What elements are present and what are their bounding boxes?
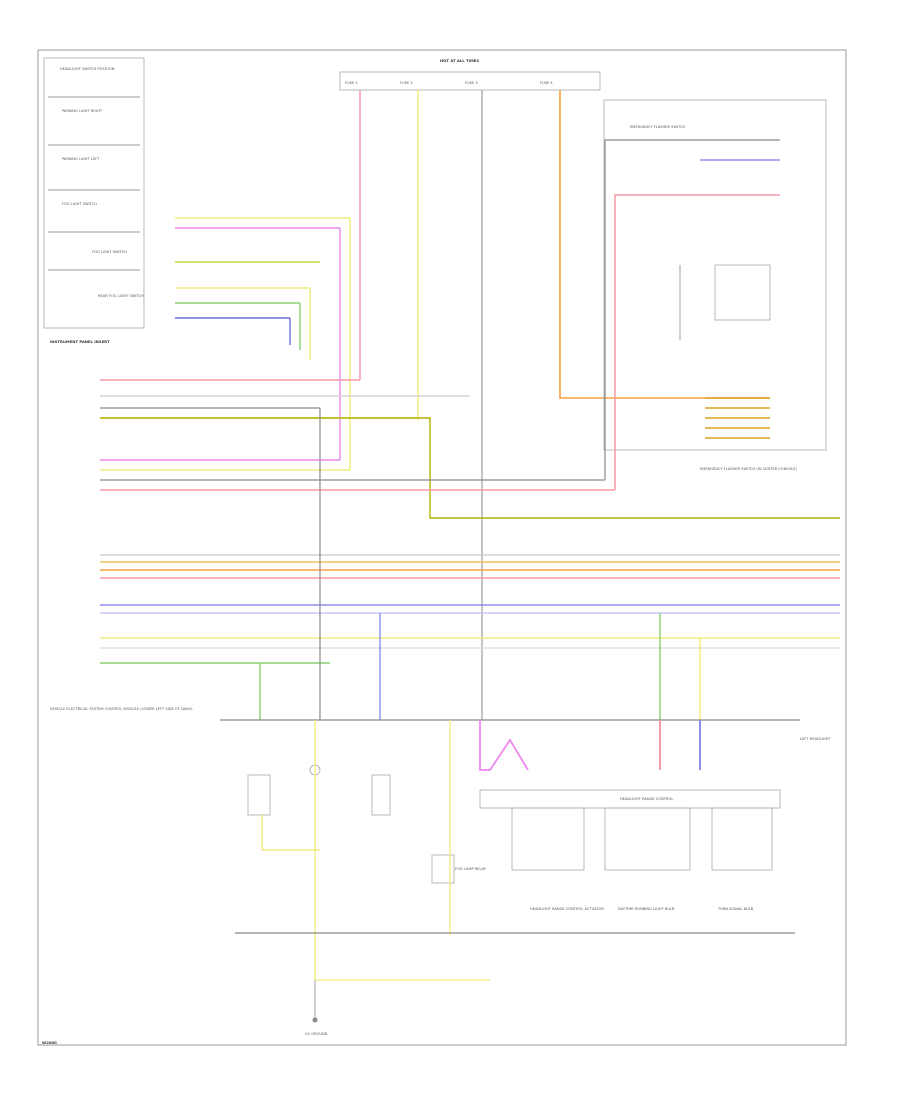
svg-text:INSTRUMENT PANEL INSERT: INSTRUMENT PANEL INSERT [50, 339, 110, 344]
lower-components: FOG LAMP RELAY [247, 720, 701, 981]
svg-text:FUSE 1: FUSE 1 [345, 81, 358, 85]
svg-text:HEADLIGHT SWITCH POSITION: HEADLIGHT SWITCH POSITION [60, 67, 115, 71]
svg-text:TURN SIGNAL BULB: TURN SIGNAL BULB [717, 907, 754, 911]
svg-text:FUSE 3: FUSE 3 [465, 81, 478, 85]
headlight-switch-box: HEADLIGHT SWITCH POSITION PARKING LIGHT … [43, 57, 145, 329]
headlight-range-control: HEADLIGHT RANGE CONTROL HEADLIGHT RANGE … [479, 737, 831, 911]
svg-text:PARKING LIGHT LEFT: PARKING LIGHT LEFT [62, 157, 100, 161]
flasher-pins [705, 397, 770, 439]
svg-text:FOG LAMP RELAY: FOG LAMP RELAY [455, 867, 487, 871]
svg-text:EMERGENCY FLASHER SWITCH: EMERGENCY FLASHER SWITCH [630, 125, 686, 129]
diagram-title: HOT AT ALL TIMES [440, 58, 479, 63]
svg-text:FUSE 4: FUSE 4 [540, 81, 553, 85]
svg-text:HEADLIGHT RANGE CONTROL ACTUAT: HEADLIGHT RANGE CONTROL ACTUATOR [530, 907, 604, 911]
svg-text:FUSE 2: FUSE 2 [400, 81, 413, 85]
wire-orange-feed [559, 90, 770, 399]
svg-text:HEADLIGHT RANGE CONTROL: HEADLIGHT RANGE CONTROL [620, 797, 673, 801]
emergency-flasher-switch: EMERGENCY FLASHER SWITCH EMERGENCY FLASH… [603, 99, 827, 471]
fuse-row: FUSE 1 FUSE 2 FUSE 3 FUSE 4 [339, 71, 601, 91]
bottom-drops [259, 408, 701, 720]
diagram-frame [37, 49, 847, 1046]
svg-text:FOG LIGHT SWITCH: FOG LIGHT SWITCH [62, 202, 97, 206]
ground-point: G1 GROUND [305, 980, 328, 1036]
svg-text:DAYTIME RUNNING LIGHT BULB: DAYTIME RUNNING LIGHT BULB [618, 907, 675, 911]
svg-text:REAR FOG LIGHT SWITCH: REAR FOG LIGHT SWITCH [98, 294, 144, 298]
footer-code: W2000 [42, 1040, 57, 1045]
svg-text:PARKING LIGHT RIGHT: PARKING LIGHT RIGHT [62, 109, 103, 113]
light-switch-harness [175, 217, 351, 470]
wire-red-right [614, 194, 780, 490]
color-bus [100, 554, 840, 664]
wire-darkgray-right [604, 139, 780, 480]
svg-text:LEFT HEADLIGHT: LEFT HEADLIGHT [800, 737, 831, 741]
control-module-label: VEHICLE ELECTRICAL SYSTEM CONTROL MODULE… [50, 707, 193, 711]
svg-text:G1 GROUND: G1 GROUND [305, 1032, 328, 1036]
instrument-panel-wires: INSTRUMENT PANEL INSERT [50, 339, 840, 519]
svg-text:FOG LIGHT SWITCH: FOG LIGHT SWITCH [92, 250, 127, 254]
svg-text:EMERGENCY FLASHER SWITCH (IN C: EMERGENCY FLASHER SWITCH (IN CENTER CONS… [700, 467, 798, 471]
